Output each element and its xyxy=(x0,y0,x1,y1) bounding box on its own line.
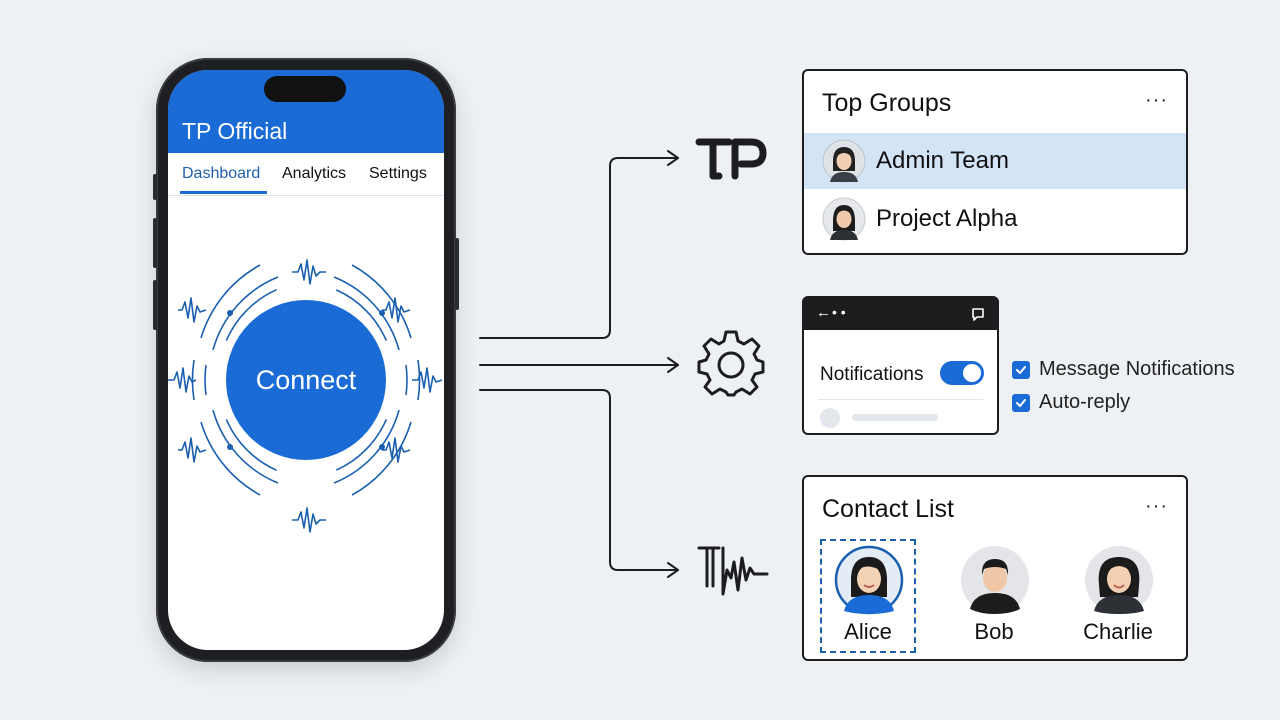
option-label: Message Notifications xyxy=(1039,358,1235,380)
connect-signal-rings xyxy=(168,259,443,533)
contact-alice[interactable]: Alice xyxy=(820,539,916,653)
phone-screen: TP Official Dashboard Analytics Settings xyxy=(168,70,444,650)
app-header: TP Official xyxy=(168,70,444,153)
arrowhead-settings xyxy=(667,357,679,373)
option-label: Auto-reply xyxy=(1039,391,1131,413)
tab-dashboard[interactable]: Dashboard xyxy=(182,165,261,182)
contact-list-more-icon[interactable]: ··· xyxy=(1145,495,1168,517)
placeholder-text-line xyxy=(852,414,938,421)
tp-logo-icon xyxy=(695,138,767,180)
toggle-knob xyxy=(963,364,981,382)
checkbox-checked-icon[interactable] xyxy=(1012,393,1030,412)
gear-icon xyxy=(697,330,765,397)
phone-silent-switch xyxy=(153,174,157,200)
notifications-toggle[interactable] xyxy=(940,361,984,385)
option-auto-reply[interactable]: Auto-reply xyxy=(1012,391,1130,414)
settings-titlebar: ← • • xyxy=(804,298,997,330)
tab-settings[interactable]: Settings xyxy=(369,165,427,182)
arrowhead-logo xyxy=(667,150,679,166)
contact-list-title: Contact List xyxy=(822,495,955,523)
contact-name: Bob xyxy=(974,619,1014,644)
project-alpha-avatar xyxy=(822,197,866,241)
contact-name: Charlie xyxy=(1083,619,1153,644)
admin-team-avatar xyxy=(822,139,866,183)
group-row-project-alpha[interactable]: Project Alpha xyxy=(804,191,1186,247)
contact-name: Alice xyxy=(844,619,892,644)
group-row-admin-team[interactable]: Admin Team xyxy=(804,133,1186,189)
tab-analytics[interactable]: Analytics xyxy=(282,165,347,182)
phone-mockup: TP Official Dashboard Analytics Settings xyxy=(153,58,459,662)
window-dots-icon: • • xyxy=(832,304,846,320)
contact-charlie[interactable]: Charlie xyxy=(1072,541,1164,651)
phone-power-button xyxy=(455,238,459,310)
app-title: TP Official xyxy=(182,118,288,144)
charlie-avatar xyxy=(1085,546,1153,614)
phone-volume-down xyxy=(153,280,157,330)
connect-button[interactable]: Connect xyxy=(226,300,386,460)
divider xyxy=(818,399,983,400)
settings-panel: ← • • Notifications xyxy=(802,296,999,435)
dynamic-island xyxy=(264,76,346,102)
alice-avatar xyxy=(834,545,904,615)
option-message-notifications[interactable]: Message Notifications xyxy=(1012,358,1235,381)
connector-to-waveform xyxy=(479,389,679,571)
connector-to-logo xyxy=(479,157,679,339)
group-label: Project Alpha xyxy=(876,205,1018,232)
top-groups-more-icon[interactable]: ··· xyxy=(1145,89,1168,111)
contact-bob[interactable]: Bob xyxy=(948,541,1040,651)
contact-list-card: Contact List ··· Alice Bob xyxy=(802,475,1188,661)
top-groups-title: Top Groups xyxy=(822,89,952,117)
back-arrow-icon[interactable]: ← xyxy=(816,304,831,321)
waveform-icon xyxy=(697,546,769,596)
group-label: Admin Team xyxy=(876,147,1009,174)
chat-bubble-icon[interactable] xyxy=(971,307,985,321)
notifications-label: Notifications xyxy=(820,364,924,385)
checkbox-checked-icon[interactable] xyxy=(1012,360,1030,379)
top-groups-card: Top Groups ··· Admin Team Project Alpha xyxy=(802,69,1188,255)
bob-avatar xyxy=(961,546,1029,614)
tab-bar: Dashboard Analytics Settings xyxy=(168,153,444,196)
arrowhead-waveform xyxy=(667,562,679,578)
placeholder-avatar xyxy=(820,408,840,428)
phone-volume-up xyxy=(153,218,157,268)
active-tab-indicator xyxy=(180,191,267,194)
